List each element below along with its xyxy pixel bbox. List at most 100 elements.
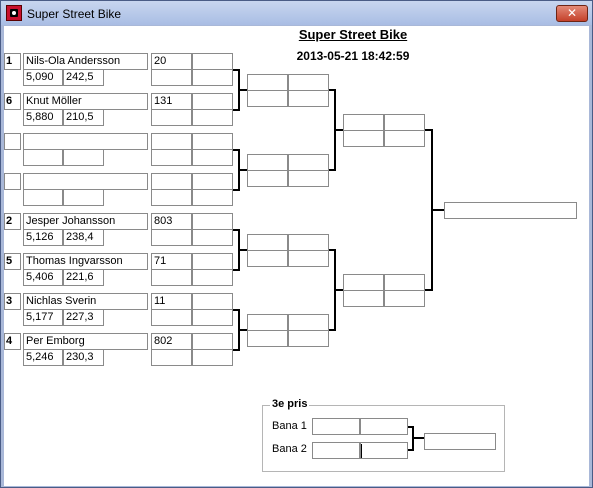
heat-time[interactable] [151,109,192,126]
qf-result-cell[interactable] [288,74,329,91]
bracket-line [240,169,247,171]
sf-result-cell[interactable] [384,274,425,291]
heat-result[interactable]: 20 [151,53,192,70]
lane2-result-field[interactable] [360,442,408,459]
heat-result-extra[interactable] [192,133,233,150]
seed-box: 4 [4,333,21,350]
heat-result[interactable]: 802 [151,333,192,350]
bracket-line [233,309,240,351]
sf-result-cell[interactable] [343,274,384,291]
reaction-time: 5,406 [23,269,63,286]
heat-time[interactable] [151,349,192,366]
bracket-line [240,329,247,331]
heat-time[interactable] [151,69,192,86]
qf-result-cell[interactable] [247,74,288,91]
competitor-name [23,133,148,150]
heat-speed[interactable] [192,69,233,86]
third-place-winner-box[interactable] [424,433,496,450]
heat-time[interactable] [151,269,192,286]
winner-box[interactable] [444,202,577,219]
heat-speed[interactable] [192,189,233,206]
qf-result-cell[interactable] [247,90,288,107]
qf-result-cell[interactable] [288,250,329,267]
heat-result[interactable]: 803 [151,213,192,230]
heat-time[interactable] [151,189,192,206]
heat-speed[interactable] [192,269,233,286]
heat-speed[interactable] [192,109,233,126]
qf-result-cell[interactable] [247,170,288,187]
heat-time[interactable] [151,309,192,326]
qf-result-cell[interactable] [247,314,288,331]
qf-result-cell[interactable] [288,314,329,331]
bracket-line [240,89,247,91]
third-place-group [262,405,505,472]
top-speed: 230,3 [63,349,104,366]
heat-result[interactable]: 131 [151,93,192,110]
heat-result[interactable]: 71 [151,253,192,270]
heat-result-extra[interactable] [192,53,233,70]
competitor-name: Jesper Johansson [23,213,148,230]
sf-result-cell[interactable] [384,130,425,147]
heat-result-extra[interactable] [192,293,233,310]
competitor-name [23,173,148,190]
seed-box [4,133,21,150]
close-button[interactable]: ✕ [556,5,588,22]
heat-result-extra[interactable] [192,213,233,230]
heat-result[interactable] [151,133,192,150]
sf-result-cell[interactable] [343,130,384,147]
heat-speed[interactable] [192,349,233,366]
lane1-label: Bana 1 [272,420,307,432]
sf-result-cell[interactable] [384,290,425,307]
lane1-result-field[interactable] [360,418,408,435]
bracket-line [329,89,336,171]
heat-result-extra[interactable] [192,173,233,190]
heat-time[interactable] [151,149,192,166]
lane1-name-field[interactable] [312,418,360,435]
top-speed: 238,4 [63,229,104,246]
event-datetime: 2013-05-21 18:42:59 [296,49,410,63]
heat-speed[interactable] [192,149,233,166]
top-speed: 242,5 [63,69,104,86]
sf-result-cell[interactable] [343,290,384,307]
seed-box: 3 [4,293,21,310]
heat-time[interactable] [151,229,192,246]
reaction-time [23,149,63,166]
heat-result-extra[interactable] [192,93,233,110]
qf-result-cell[interactable] [247,154,288,171]
qf-result-cell[interactable] [288,90,329,107]
heat-result[interactable]: 11 [151,293,192,310]
seed-box: 2 [4,213,21,230]
title-bar[interactable]: Super Street Bike ✕ [1,1,592,25]
text-caret [361,444,362,458]
heat-result[interactable] [151,173,192,190]
heat-result-extra[interactable] [192,333,233,350]
bracket-line [414,437,424,439]
lane2-name-field[interactable] [312,442,360,459]
sf-result-cell[interactable] [384,114,425,131]
seed-box: 5 [4,253,21,270]
reaction-time: 5,177 [23,309,63,326]
qf-result-cell[interactable] [288,234,329,251]
sf-result-cell[interactable] [343,114,384,131]
qf-result-cell[interactable] [288,330,329,347]
qf-result-cell[interactable] [247,234,288,251]
bracket-line [425,129,433,291]
heat-speed[interactable] [192,229,233,246]
qf-result-cell[interactable] [288,170,329,187]
bracket-line [233,149,240,191]
qf-result-cell[interactable] [247,330,288,347]
bracket-line [408,426,414,451]
heat-result-extra[interactable] [192,253,233,270]
qf-result-cell[interactable] [247,250,288,267]
top-speed: 227,3 [63,309,104,326]
qf-result-cell[interactable] [288,154,329,171]
reaction-time: 5,126 [23,229,63,246]
heat-speed[interactable] [192,309,233,326]
app-icon [6,5,22,21]
reaction-time [23,189,63,206]
top-speed [63,149,104,166]
competitor-name: Thomas Ingvarsson [23,253,148,270]
bracket-line [336,289,343,291]
bracket-line [240,249,247,251]
